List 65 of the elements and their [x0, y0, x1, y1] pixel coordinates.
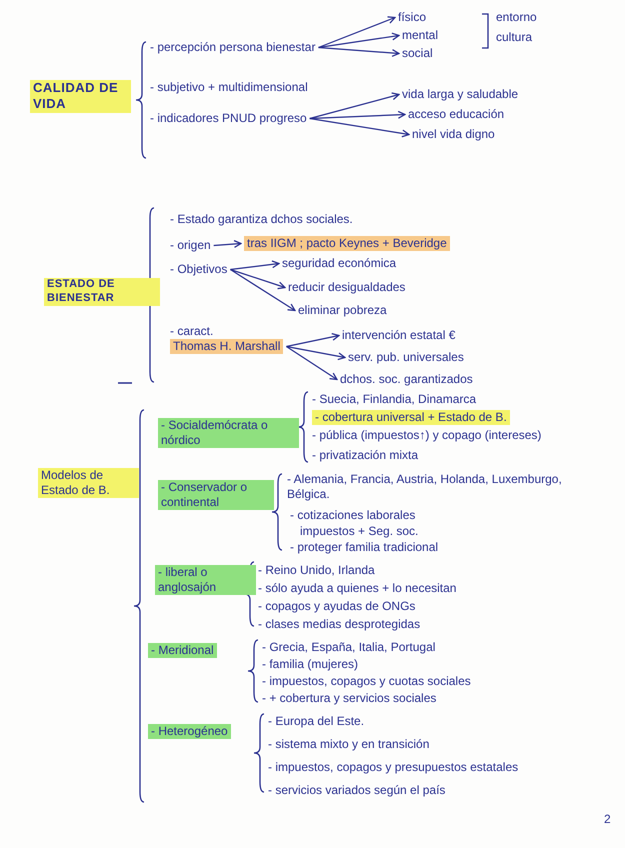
note-text: - Objetivos [170, 262, 228, 277]
note-text: eliminar pobreza [298, 303, 387, 318]
highlighted-text: - Socialdemócrata o nórdico [158, 418, 299, 448]
highlighted-text: - Conservador o continental [158, 480, 274, 510]
note-text: seguridad económica [282, 256, 396, 271]
note-text: serv. pub. universales [348, 350, 464, 365]
note-text: intervención estatal € [342, 328, 456, 343]
note-text: - pública (impuestos↑) y copago (intereses) [312, 428, 542, 443]
note-text: - percepción persona bienestar [150, 40, 316, 55]
highlighted-text: Modelos de Estado de B. [38, 468, 139, 498]
note-text: cultura [496, 30, 532, 45]
note-text: - caract. [170, 324, 214, 339]
note-text: - Suecia, Finlandia, Dinamarca [312, 392, 476, 407]
note-text: - indicadores PNUD progreso [150, 111, 307, 126]
note-text: - Reino Unido, Irlanda [258, 563, 375, 578]
note-text: - proteger familia tradicional [290, 540, 438, 555]
note-text: - subjetivo + multidimensional [150, 80, 308, 95]
highlighted-text: - Heterogéneo [148, 724, 231, 739]
highlighted-name: Thomas H. Marshall [170, 339, 284, 354]
note-text: acceso educación [408, 107, 504, 122]
note-text: dchos. soc. garantizados [340, 372, 473, 387]
note-text: vida larga y saludable [402, 87, 518, 102]
note-text: nivel vida digno [412, 127, 495, 142]
note-text: entorno [496, 10, 537, 25]
highlighted-text: CALIDAD DE VIDA [30, 80, 131, 112]
note-text: - Alemania, Francia, Austria, Holanda, Luxemburgo, Bélgica. [287, 472, 563, 502]
highlighted-text: - cobertura universal + Estado de B. [312, 410, 510, 425]
note-text: - privatización mixta [312, 448, 418, 463]
note-text: - + cobertura y servicios sociales [262, 691, 436, 706]
note-text: - sólo ayuda a quienes + lo necesitan [258, 581, 456, 596]
arrow [318, 16, 396, 48]
note-text: impuestos + Seg. soc. [300, 524, 418, 539]
highlighted-text: - liberal o anglosajón [155, 565, 256, 595]
note-text: - impuestos, copagos y cuotas sociales [262, 674, 471, 689]
note-text: - familia (mujeres) [262, 657, 358, 672]
arrow [286, 346, 338, 380]
arrow [230, 260, 280, 270]
note-text: - impuestos, copagos y presupuestos estatales [268, 760, 518, 775]
note-text: - cotizaciones laborales [290, 508, 416, 523]
note-text: físico [398, 10, 426, 25]
note-text: - copagos y ayudas de ONGs [258, 599, 416, 614]
note-text: - clases medias desprotegidas [258, 617, 420, 632]
highlighted-text: - Meridional [148, 643, 217, 658]
arrow [310, 110, 406, 120]
arrow [230, 269, 296, 312]
note-text: - origen [170, 238, 211, 253]
note-text: social [402, 46, 433, 61]
arrow [310, 92, 400, 120]
note-text: - Grecia, España, Italia, Portugal [262, 640, 436, 655]
note-text: - servicios variados según el país [268, 783, 446, 798]
note-text: - sistema mixto y en transición [268, 737, 430, 752]
note-text: 2 [604, 812, 611, 827]
arrow [214, 240, 242, 248]
highlighted-text: ESTADO DE BIENESTAR [44, 278, 160, 306]
note-text: reducir desigualdades [288, 280, 406, 295]
arrow [310, 118, 410, 138]
arrow [286, 332, 340, 348]
note-text: mental [402, 28, 438, 43]
arrow [318, 32, 400, 48]
arrow [318, 46, 400, 57]
note-text: tras IIGM ; pacto Keynes + Beveridge [244, 236, 450, 251]
note-text: - Estado garantiza dchos sociales. [170, 212, 353, 227]
arrow [230, 268, 286, 290]
arrow [286, 346, 346, 360]
note-text: - Europa del Este. [268, 714, 364, 729]
